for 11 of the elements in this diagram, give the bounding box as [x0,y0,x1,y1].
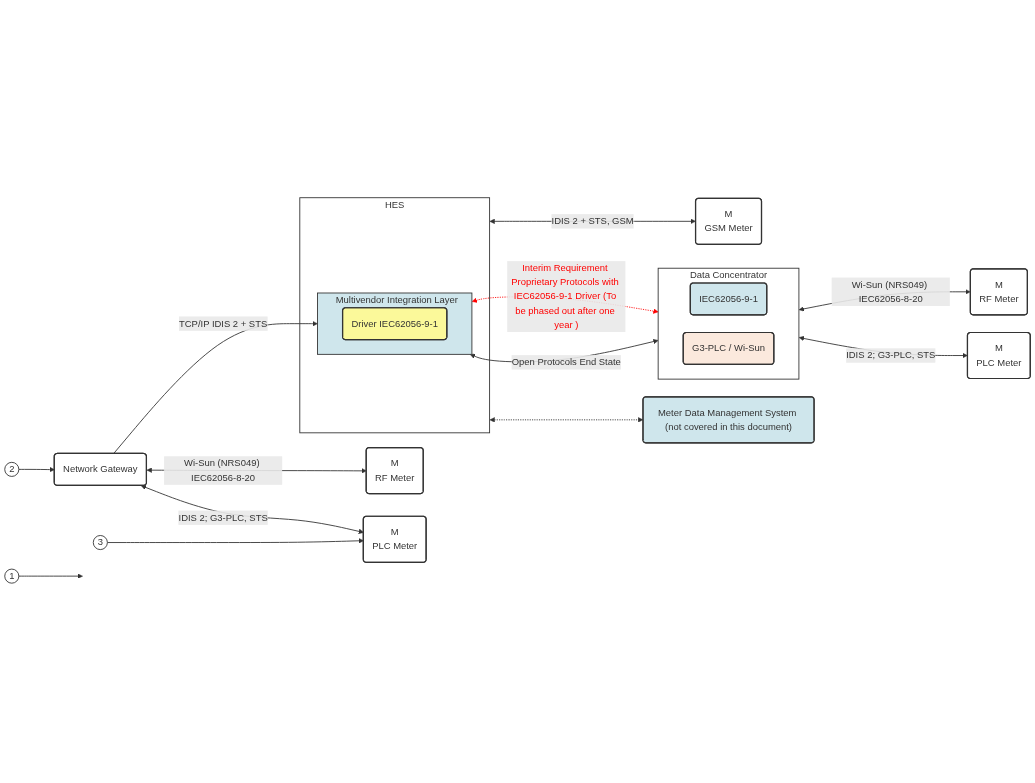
edge-label: IDIS 2 + STS, GSM [551,216,634,227]
edge-label: Wi-Sun (NRS049) IEC62056-8-20 [184,458,260,483]
edge-label: IDIS 2; G3-PLC, STS [178,512,268,523]
edge-label: Interim Requirement Proprietary Protocols with IEC62056-9-1 Driver (To be phased out after one year ) [511,263,619,330]
edge-label: IDIS 2; G3-PLC, STS [846,350,936,361]
node-circle: 2 [4,462,20,477]
edge-label: TCP/IP IDIS 2 + STS [179,318,268,329]
node-circle: 1 [4,568,20,584]
edge-label: Open Protocols End State [511,357,621,368]
edge-label: Wi-Sun (NRS049) IEC62056-8-20 [851,279,928,304]
node-circle: 3 [92,535,108,551]
